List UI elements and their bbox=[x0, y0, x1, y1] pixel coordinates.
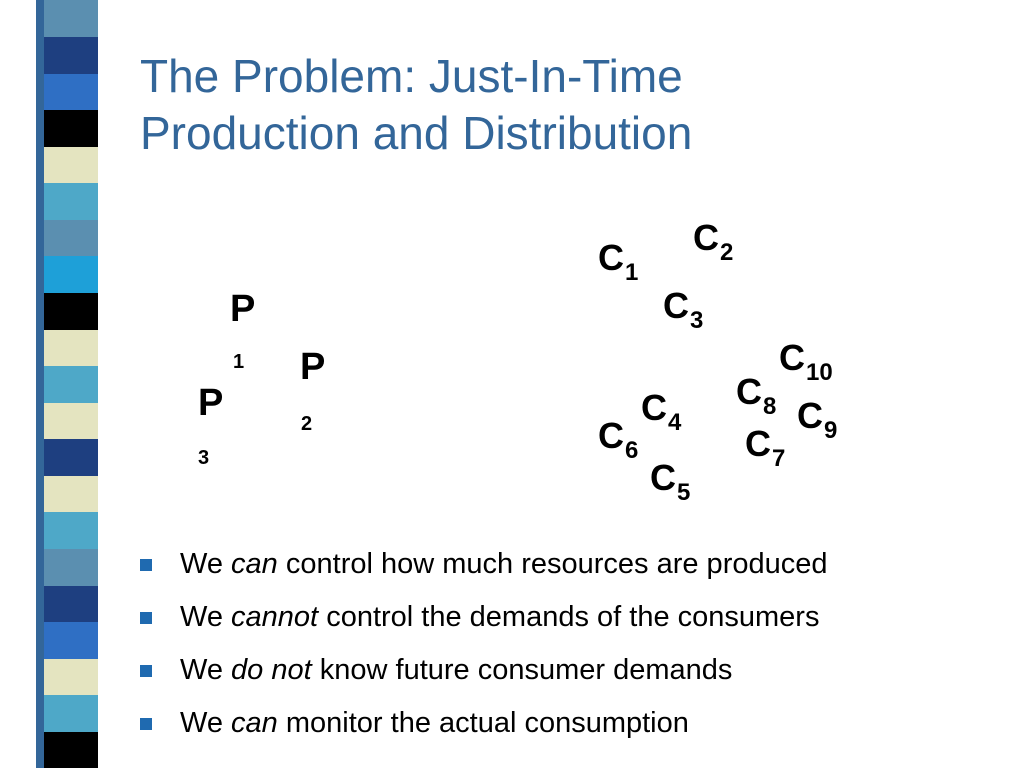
title-line-2: Production and Distribution bbox=[140, 107, 693, 159]
stripe-band bbox=[36, 219, 98, 257]
bullet-emphasis: can bbox=[231, 707, 278, 739]
consumer-c9: C9 bbox=[797, 395, 838, 444]
bullet-text: control how much resources are produced bbox=[285, 548, 828, 580]
bullet-item-3: We do not know future consumer demands bbox=[140, 644, 828, 697]
producer-1-label: P bbox=[230, 288, 256, 330]
bullet-item-2: We cannot control the demands of the con… bbox=[140, 591, 828, 644]
bullet-text: We bbox=[180, 548, 223, 580]
producer-3-index: 3 bbox=[198, 447, 210, 469]
stripe-band bbox=[36, 512, 98, 550]
consumer-c8: C8 bbox=[736, 371, 777, 420]
decorative-stripe-bar bbox=[36, 0, 98, 768]
stripe-band bbox=[36, 182, 98, 220]
bullet-text: control the demands of the consumers bbox=[326, 601, 820, 633]
bullet-text: We bbox=[180, 654, 223, 686]
stripe-band bbox=[36, 146, 98, 184]
bullet-text: monitor the actual consumption bbox=[285, 707, 689, 739]
producer-3-label: P bbox=[198, 382, 224, 424]
stripe-band bbox=[36, 438, 98, 476]
bullet-emphasis: do not bbox=[231, 654, 312, 686]
stripe-band bbox=[36, 731, 98, 768]
consumer-c7: C7 bbox=[745, 423, 786, 472]
bullet-list: We can control how much resources are pr… bbox=[140, 538, 828, 750]
consumer-c3: C3 bbox=[663, 285, 704, 334]
bullet-item-4: We can monitor the actual consumption bbox=[140, 697, 828, 750]
bullet-text: We bbox=[180, 707, 223, 739]
slide-title: The Problem: Just-In-Time Production and… bbox=[140, 48, 1000, 162]
stripe-band bbox=[36, 621, 98, 659]
consumer-c1: C1 bbox=[598, 237, 639, 286]
consumer-c10: C10 bbox=[779, 337, 833, 386]
producer-1-index: 1 bbox=[233, 351, 245, 373]
stripe-band bbox=[36, 402, 98, 440]
stripe-band bbox=[36, 73, 98, 111]
consumer-c2: C2 bbox=[693, 217, 734, 266]
bullet-item-1: We can control how much resources are pr… bbox=[140, 538, 828, 591]
consumer-c5: C5 bbox=[650, 457, 691, 506]
bullet-emphasis: cannot bbox=[231, 601, 319, 633]
bullet-emphasis: can bbox=[231, 548, 278, 580]
square-bullet-icon bbox=[140, 664, 152, 677]
stripe-band bbox=[36, 694, 98, 732]
bullet-text: We bbox=[180, 601, 223, 633]
square-bullet-icon bbox=[140, 558, 152, 571]
consumer-c4: C4 bbox=[641, 387, 682, 436]
stripe-band bbox=[36, 292, 98, 330]
bullet-text: know future consumer demands bbox=[319, 654, 733, 686]
producer-2-index: 2 bbox=[301, 413, 313, 435]
square-bullet-icon bbox=[140, 717, 152, 730]
stripe-band bbox=[36, 109, 98, 147]
title-line-1: The Problem: Just-In-Time bbox=[140, 50, 683, 102]
stripe-edge-line bbox=[36, 0, 44, 768]
stripe-band bbox=[36, 658, 98, 696]
consumer-c6: C6 bbox=[598, 415, 639, 464]
stripe-band bbox=[36, 365, 98, 403]
square-bullet-icon bbox=[140, 611, 152, 624]
stripe-band bbox=[36, 475, 98, 513]
stripe-band bbox=[36, 548, 98, 586]
producer-2-label: P bbox=[300, 346, 326, 388]
stripe-band bbox=[36, 585, 98, 623]
stripe-band bbox=[36, 36, 98, 74]
stripe-band bbox=[36, 0, 98, 38]
stripe-band bbox=[36, 329, 98, 367]
stripe-band bbox=[36, 256, 98, 294]
